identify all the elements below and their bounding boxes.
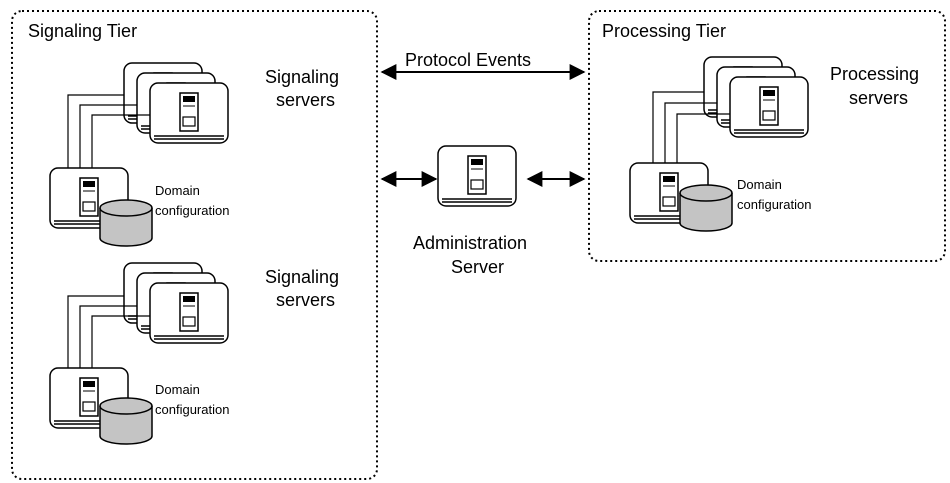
signaling-server-icon — [149, 82, 229, 144]
administration-server-icon — [437, 145, 517, 207]
cluster-1-connections — [67, 94, 150, 170]
processing-servers-label: Processing — [830, 64, 919, 84]
processing-tier-boundary — [588, 10, 946, 262]
processing-server-icon — [729, 76, 809, 138]
database-icon — [679, 184, 733, 232]
domain-configuration-label-3b: configuration — [737, 197, 811, 212]
domain-configuration-label-1b: configuration — [155, 203, 229, 218]
signaling-servers-label-2b: servers — [276, 290, 335, 310]
signaling-server-cluster-1 — [123, 62, 229, 144]
processing-cluster-connections — [652, 91, 730, 164]
signaling-servers-label-1: Signaling — [265, 67, 339, 87]
signaling-server-cluster-2 — [123, 262, 229, 344]
cluster-2-connections — [67, 295, 150, 370]
signaling-tier-boundary — [11, 10, 378, 480]
administration-server-label: Administration — [413, 233, 527, 253]
domain-configuration-label-2: Domain — [155, 382, 200, 397]
signaling-servers-label-2: Signaling — [265, 267, 339, 287]
signaling-servers-label-1b: servers — [276, 90, 335, 110]
database-icon — [99, 397, 153, 445]
protocol-events-label: Protocol Events — [405, 50, 531, 70]
signaling-tier-title: Signaling Tier — [28, 21, 137, 41]
signaling-server-icon — [149, 282, 229, 344]
administration-server-label-b: Server — [451, 257, 504, 277]
processing-servers-label-b: servers — [849, 88, 908, 108]
domain-configuration-label-3: Domain — [737, 177, 782, 192]
processing-server-cluster — [703, 56, 809, 138]
processing-tier-title: Processing Tier — [602, 21, 726, 41]
domain-configuration-label-1: Domain — [155, 183, 200, 198]
database-icon — [99, 199, 153, 247]
domain-configuration-label-2b: configuration — [155, 402, 229, 417]
